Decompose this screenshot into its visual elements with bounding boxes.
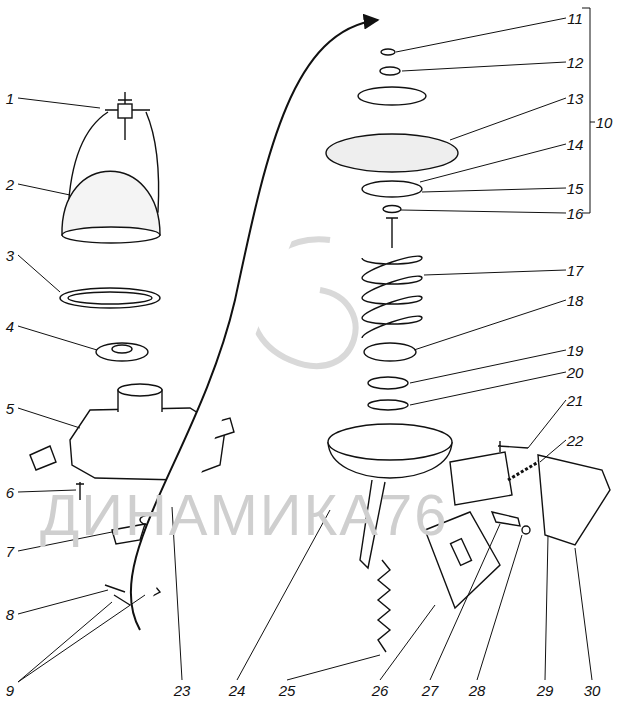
- pump-body: [328, 424, 452, 460]
- callout-number: 17: [567, 263, 584, 278]
- inlet-fitting: [30, 446, 56, 470]
- diaphragm-washer: [380, 67, 400, 75]
- callout-number: 22: [567, 433, 584, 448]
- callout-number: 10: [596, 115, 613, 130]
- callout-number: 5: [6, 401, 14, 416]
- callout-number: 29: [537, 683, 554, 698]
- callout-number: 27: [422, 683, 439, 698]
- callout-number: 24: [229, 683, 246, 698]
- filter-screen: [96, 343, 148, 361]
- callout-number: 19: [567, 343, 584, 358]
- rod-seal: [368, 377, 408, 389]
- cover-tower-top: [118, 384, 162, 396]
- diaphragm-nut: [381, 49, 395, 55]
- callout-number: 12: [567, 55, 584, 70]
- callout-number: 18: [567, 293, 584, 308]
- bowl-gasket-inner: [68, 292, 152, 304]
- callout-number: 7: [6, 544, 14, 559]
- gasket-slot: [450, 539, 471, 566]
- watermark: ДИНАМИКА76: [40, 486, 449, 544]
- callout-number: 23: [174, 683, 191, 698]
- glass-bowl: [62, 171, 160, 235]
- callout-number: 25: [279, 683, 296, 698]
- bowl-rim: [62, 227, 160, 243]
- clamp-screw: [118, 104, 132, 118]
- leader-lines: [18, 8, 595, 682]
- callout-number: 20: [567, 365, 584, 380]
- callout-number: 6: [6, 485, 14, 500]
- right-leaders: [396, 18, 566, 462]
- callout-number: 15: [567, 181, 584, 196]
- rod-washer: [383, 206, 401, 213]
- seal-washer: [368, 400, 408, 410]
- callout-number: 2: [6, 177, 14, 192]
- spring-cup: [364, 343, 416, 361]
- lower-cup: [362, 181, 422, 197]
- return-spring: [378, 560, 390, 652]
- callout-number: 30: [584, 683, 601, 698]
- right-parts: [326, 49, 610, 652]
- drive-lever: [538, 455, 610, 545]
- callout-number: 14: [567, 137, 584, 152]
- callout-number: 4: [6, 319, 14, 334]
- diaphragm: [326, 134, 458, 172]
- callout-number: 11: [567, 11, 583, 26]
- diaphragm-rod: [386, 218, 398, 248]
- small-lever: [492, 512, 520, 526]
- callout-number: 1: [6, 91, 14, 106]
- callout-number: 26: [372, 683, 389, 698]
- callout-number: 8: [6, 607, 14, 622]
- diaphragm-spring: [362, 256, 422, 338]
- body-flange: [450, 452, 512, 505]
- group-bracket: [582, 8, 595, 213]
- callout-number: 13: [567, 91, 584, 106]
- callout-number: 21: [567, 393, 584, 408]
- left-leaders: [18, 98, 145, 682]
- upper-cup: [358, 87, 426, 105]
- callout-number: 28: [469, 683, 486, 698]
- lever-nut: [522, 526, 530, 534]
- callout-number: 16: [567, 206, 584, 221]
- bowl-gasket: [60, 288, 160, 308]
- filter-center: [112, 345, 132, 353]
- callout-number: 3: [6, 248, 14, 263]
- callout-number: 9: [6, 683, 14, 698]
- flange-bolt: [498, 441, 528, 452]
